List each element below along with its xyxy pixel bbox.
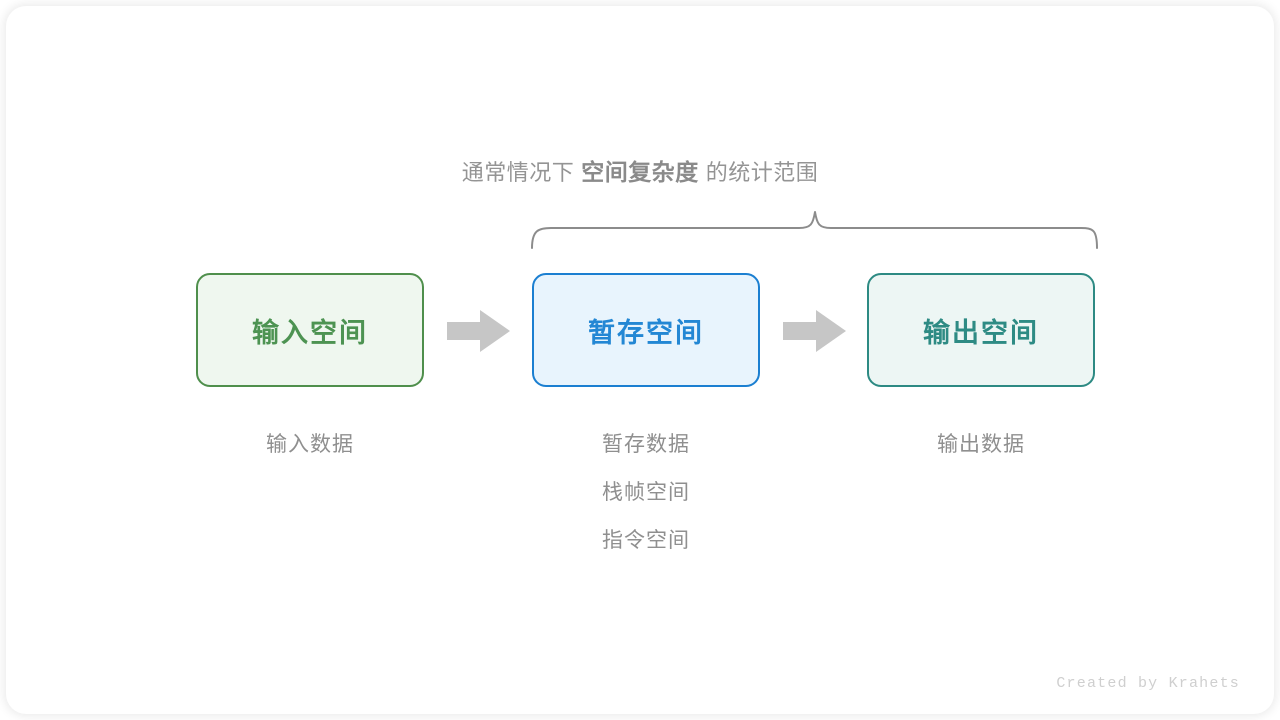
sublabel-item: 暂存数据 xyxy=(602,433,690,456)
box-output-space-label: 输出空间 xyxy=(923,317,1039,348)
box-input-space-label: 输入空间 xyxy=(252,317,368,348)
scope-brace-icon xyxy=(531,211,1098,249)
sublabel-item: 输出数据 xyxy=(937,433,1025,456)
credit-text: Created by Krahets xyxy=(1056,675,1240,692)
sublabel-item: 指令空间 xyxy=(602,529,690,552)
box-temp-space[interactable]: 暂存空间 xyxy=(532,273,760,387)
sublabels-temp: 暂存数据 栈帧空间 指令空间 xyxy=(532,421,760,565)
diagram-caption: 通常情况下空间复杂度的统计范围 xyxy=(6,157,1274,188)
box-temp-space-label: 暂存空间 xyxy=(588,317,704,348)
sublabel-item: 输入数据 xyxy=(266,433,354,456)
arrow-right-icon xyxy=(783,310,846,352)
sublabels-output: 输出数据 xyxy=(867,421,1095,469)
sublabels-input: 输入数据 xyxy=(196,421,424,469)
diagram-canvas: 通常情况下空间复杂度的统计范围 输入空间 暂存空间 输出空间 输入数据 暂存数据… xyxy=(6,6,1274,714)
box-output-space[interactable]: 输出空间 xyxy=(867,273,1095,387)
caption-prefix: 通常情况下 xyxy=(461,160,575,185)
caption-suffix: 的统计范围 xyxy=(705,160,819,185)
caption-emphasis: 空间复杂度 xyxy=(581,159,699,185)
arrow-right-icon xyxy=(447,310,510,352)
box-input-space[interactable]: 输入空间 xyxy=(196,273,424,387)
sublabel-item: 栈帧空间 xyxy=(602,481,690,504)
